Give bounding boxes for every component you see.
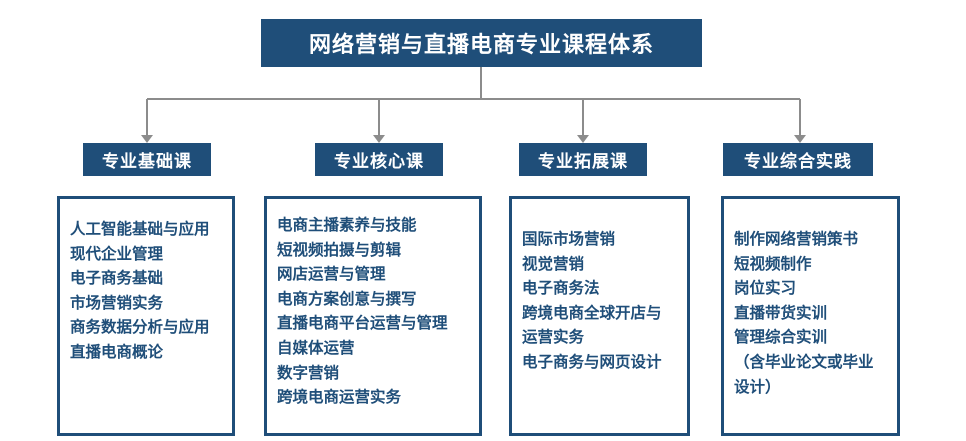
category-header-foundation: 专业基础课 (83, 143, 211, 176)
course-item: 视觉营销 (522, 254, 585, 273)
course-item: 自媒体运营 (277, 338, 355, 357)
course-item: 跨境电商运营实务 (277, 388, 402, 407)
course-item: 岗位实习 (734, 279, 797, 298)
category-header-core: 专业核心课 (315, 143, 443, 176)
course-box-core: 电商主播素养与技能 短视频拍摄与剪辑 网店运营与管理 电商方案创意与撰写 直播电… (264, 196, 482, 436)
course-item: 短视频制作 (734, 254, 812, 273)
course-box-foundation: 人工智能基础与应用 现代企业管理 电子商务基础 市场营销实务 商务数据分析与应用… (57, 196, 235, 436)
course-box-extension: 国际市场营销 视觉营销 电子商务法 跨境电商全球开店与 运营实务 电子商务与网页… (509, 196, 690, 436)
arrow-head-4 (794, 135, 806, 143)
course-item: 电子商务与网页设计 (522, 352, 662, 371)
course-item: 电子商务法 (522, 279, 600, 298)
course-item: 直播电商概论 (70, 342, 164, 361)
course-item: 设计） (734, 377, 781, 396)
course-item: 人工智能基础与应用 (70, 220, 210, 238)
course-item: 管理综合实训 (734, 328, 828, 347)
course-item: 运营实务 (522, 328, 585, 347)
course-item: 市场营销实务 (70, 293, 164, 312)
course-item: 制作网络营销策书 (734, 230, 859, 248)
course-item: 跨境电商全球开店与 (522, 303, 662, 322)
diagram-title: 网络营销与直播电商专业课程体系 (261, 19, 702, 67)
course-item: 国际市场营销 (522, 230, 616, 248)
category-header-practice: 专业综合实践 (723, 143, 873, 176)
course-item: 电子商务基础 (70, 269, 164, 288)
course-item: 数字营销 (277, 363, 340, 382)
course-item: 商务数据分析与应用 (70, 318, 210, 337)
category-header-extension: 专业拓展课 (519, 143, 647, 176)
arrow-head-1 (141, 135, 153, 143)
course-item: 电商方案创意与撰写 (277, 289, 417, 308)
course-item: 网店运营与管理 (277, 265, 386, 284)
arrow-head-3 (577, 135, 589, 143)
course-item: 直播电商平台运营与管理 (277, 314, 448, 333)
course-item: （含毕业论文或毕业 (734, 352, 874, 371)
arrow-head-2 (373, 135, 385, 143)
course-item: 短视频拍摄与剪辑 (277, 240, 402, 259)
course-box-practice: 制作网络营销策书 短视频制作 岗位实习 直播带货实训 管理综合实训 （含毕业论文… (721, 196, 900, 436)
course-item: 现代企业管理 (70, 244, 164, 263)
course-item: 电商主播素养与技能 (277, 216, 417, 234)
course-item: 直播带货实训 (734, 303, 828, 322)
